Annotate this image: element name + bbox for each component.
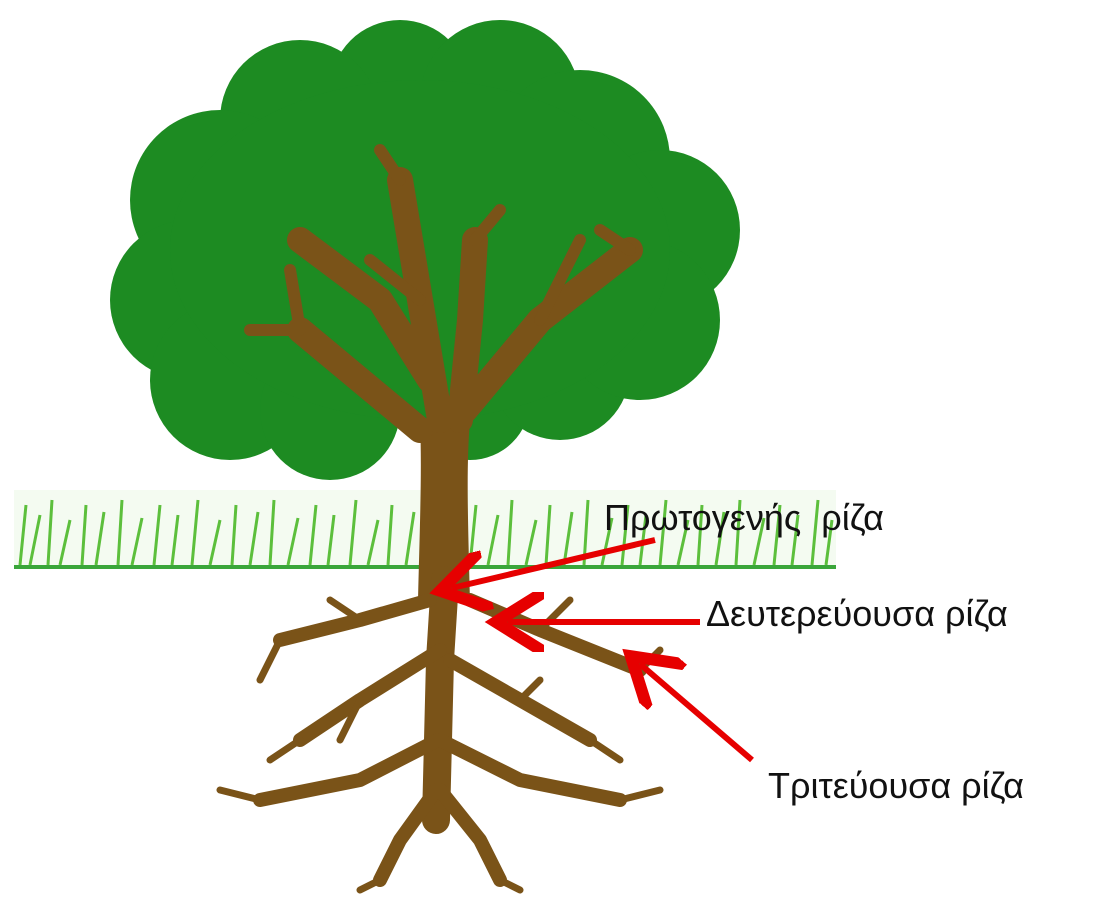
tertiary-root-arrow bbox=[640, 664, 752, 760]
tertiary-root-label: Τριτεύουσα ρίζα bbox=[768, 768, 1024, 804]
secondary-root-label: Δευτερεύουσα ρίζα bbox=[706, 596, 1008, 632]
tree-canopy-icon bbox=[110, 20, 740, 480]
primary-root-label: Πρωτογενής ρίζα bbox=[604, 500, 884, 536]
tree-roots bbox=[220, 580, 660, 890]
